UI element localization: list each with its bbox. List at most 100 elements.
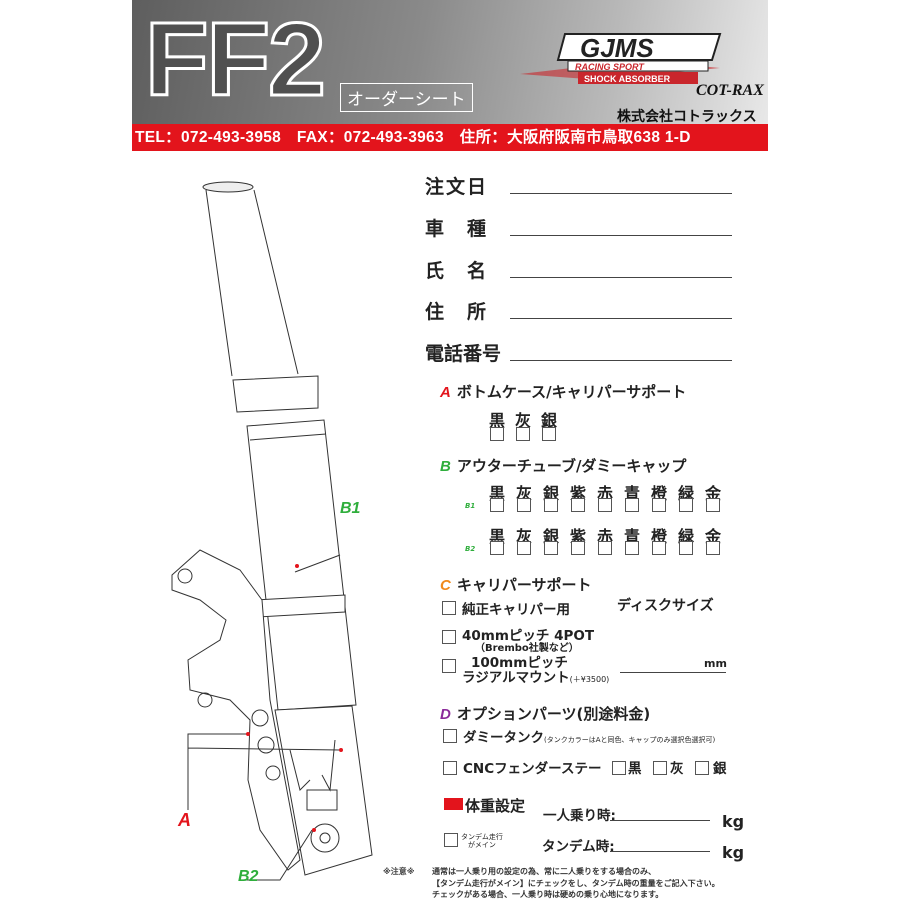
field-address-input[interactable] <box>510 318 732 319</box>
section-b1-color-checkbox[interactable] <box>679 498 693 512</box>
section-b1-color-checkbox[interactable] <box>625 498 639 512</box>
cnc-color-gray: 灰 <box>670 761 684 777</box>
section-b1-color-checkbox[interactable] <box>706 498 720 512</box>
section-b2-color-checkbox[interactable] <box>679 541 693 555</box>
label-b2: B2 <box>238 868 259 885</box>
dummy-tank-text: ダミータンク <box>463 730 544 746</box>
checkbox-tandem-main[interactable] <box>444 833 458 847</box>
checkbox-cnc-fender[interactable] <box>443 761 457 775</box>
cnc-color-silver: 銀 <box>713 761 727 777</box>
checkbox-cnc-gray[interactable] <box>653 761 667 775</box>
section-a-title: ボトムケース/キャリパーサポート <box>456 383 687 401</box>
section-a-color-checkbox[interactable] <box>490 427 504 441</box>
option-stock-caliper: 純正キャリパー用 <box>462 602 570 618</box>
section-b2-color-checkbox[interactable] <box>652 541 666 555</box>
note-text: 通常は一人乗り用の設定の為、常に二人乗りをする場合のみ、 【タンデム走行がメイン… <box>432 866 720 901</box>
checkbox-40mm[interactable] <box>442 630 456 644</box>
section-a-tag: A <box>440 384 451 401</box>
caliper-bracket <box>171 549 301 871</box>
section-c-title: キャリパーサポート <box>456 576 592 594</box>
field-name-label: 氏 名 <box>425 260 489 282</box>
svg-text:SHOCK ABSORBER: SHOCK ABSORBER <box>584 74 671 84</box>
field-order-date-input[interactable] <box>510 193 732 194</box>
cnc-color-black: 黒 <box>628 761 642 777</box>
option-100mm: 100mmピッチ <box>471 655 568 671</box>
tandem-main-line1: タンデム走行 <box>461 833 503 841</box>
tandem-weight-label: タンデム時: <box>542 839 615 855</box>
company-name: 株式会社コトラックス <box>617 109 757 125</box>
svg-text:RACING SPORT: RACING SPORT <box>575 62 645 72</box>
note-label: ※注意※ <box>383 867 415 876</box>
section-a-header: A ボトムケース/キャリパーサポート <box>440 381 686 402</box>
field-phone-label: 電話番号 <box>425 343 502 365</box>
b1-leader <box>294 554 341 573</box>
section-b1-color-checkbox[interactable] <box>517 498 531 512</box>
weight-title: 体重設定 <box>465 797 526 815</box>
label-b1: B1 <box>340 500 361 517</box>
field-name-input[interactable] <box>510 277 732 278</box>
section-b2-color-checkbox[interactable] <box>490 541 504 555</box>
dummy-tank-note: (タンクカラーはAと同色、キャップのみ選択色選択可) <box>544 736 716 744</box>
section-b1-color-checkbox[interactable] <box>490 498 504 512</box>
fork-cap <box>202 181 254 193</box>
gjms-logo: GJMS RACING SPORT SHOCK ABSORBER <box>520 33 722 84</box>
section-d-tag: D <box>440 706 451 723</box>
section-b1-color-checkbox[interactable] <box>598 498 612 512</box>
radial-mount-text: ラジアルマウント <box>462 670 570 686</box>
tandem-weight-input[interactable] <box>610 851 710 852</box>
section-b2-color-checkbox[interactable] <box>625 541 639 555</box>
option-dummy-tank: ダミータンク(タンクカラーはAと同色、キャップのみ選択色選択可) <box>463 726 715 746</box>
note-line: 通常は一人乗り用の設定の為、常に二人乗りをする場合のみ、 <box>432 867 656 876</box>
checkbox-100mm[interactable] <box>442 659 456 673</box>
note-line: チェックがある場合、一人乗り時は硬めの乗り心地になります。 <box>432 890 664 899</box>
checkbox-stock-caliper[interactable] <box>442 601 456 615</box>
solo-weight-input[interactable] <box>610 820 710 821</box>
checkbox-cnc-silver[interactable] <box>695 761 709 775</box>
field-vehicle-label: 車 種 <box>425 218 489 240</box>
field-vehicle-input[interactable] <box>510 235 732 236</box>
disc-size-input[interactable] <box>620 672 726 673</box>
front-fork-diagram <box>171 181 373 881</box>
label-a: A <box>178 810 191 830</box>
section-a-color-label: 銀 <box>540 411 557 430</box>
cotrax-logo: COT-RAX <box>696 82 764 99</box>
contact-bar: TEL：072-493-3958 FAX：072-493-3963 住所：大阪府… <box>132 124 768 151</box>
a-leader <box>187 733 341 810</box>
section-b2-color-checkbox[interactable] <box>517 541 531 555</box>
tandem-main-line2: がメイン <box>467 841 496 849</box>
section-b2-color-checkbox[interactable] <box>544 541 558 555</box>
section-b2-color-checkbox[interactable] <box>571 541 585 555</box>
section-b-tag: B <box>440 458 451 475</box>
tandem-weight-unit: kg <box>722 843 745 862</box>
order-sheet-label: オーダーシート <box>340 83 473 112</box>
section-a-color-checkbox[interactable] <box>516 427 530 441</box>
section-c-header: C キャリパーサポート <box>440 574 592 595</box>
row-b1-label: B1 <box>465 502 476 510</box>
inner-tube <box>205 189 299 377</box>
option-cnc-fender: CNCフェンダーステー <box>463 761 602 777</box>
checkbox-dummy-tank[interactable] <box>443 729 457 743</box>
option-radial-mount: ラジアルマウント(＋¥3500) <box>462 666 609 686</box>
section-b1-color-checkbox[interactable] <box>571 498 585 512</box>
section-a-color-checkbox[interactable] <box>542 427 556 441</box>
section-b-title: アウターチューブ/ダミーキャップ <box>456 457 687 475</box>
checkbox-cnc-black[interactable] <box>612 761 626 775</box>
section-b1-color-checkbox[interactable] <box>544 498 558 512</box>
section-a-color-label: 灰 <box>514 411 531 430</box>
option-40mm-note: （Brembo社製など） <box>475 643 579 654</box>
field-order-date-label: 注文日 <box>425 176 489 198</box>
option-40mm: 40mmピッチ 4POT <box>462 628 595 644</box>
note-line: 【タンデム走行がメイン】にチェックをし、タンデム時の重量をご記入下さい。 <box>432 878 720 888</box>
section-b2-color-checkbox[interactable] <box>706 541 720 555</box>
section-b1-color-checkbox[interactable] <box>652 498 666 512</box>
solo-weight-unit: kg <box>722 812 745 831</box>
field-phone-input[interactable] <box>510 360 732 361</box>
disc-size-unit: mm <box>704 657 727 670</box>
field-address-label: 住 所 <box>425 301 489 323</box>
tandem-main-label: タンデム走行がメイン <box>461 833 503 849</box>
product-title: FF2 <box>144 2 328 118</box>
weight-marker <box>444 798 463 810</box>
section-b2-color-checkbox[interactable] <box>598 541 612 555</box>
solo-weight-label: 一人乗り時: <box>543 808 616 824</box>
section-c-tag: C <box>440 577 451 594</box>
